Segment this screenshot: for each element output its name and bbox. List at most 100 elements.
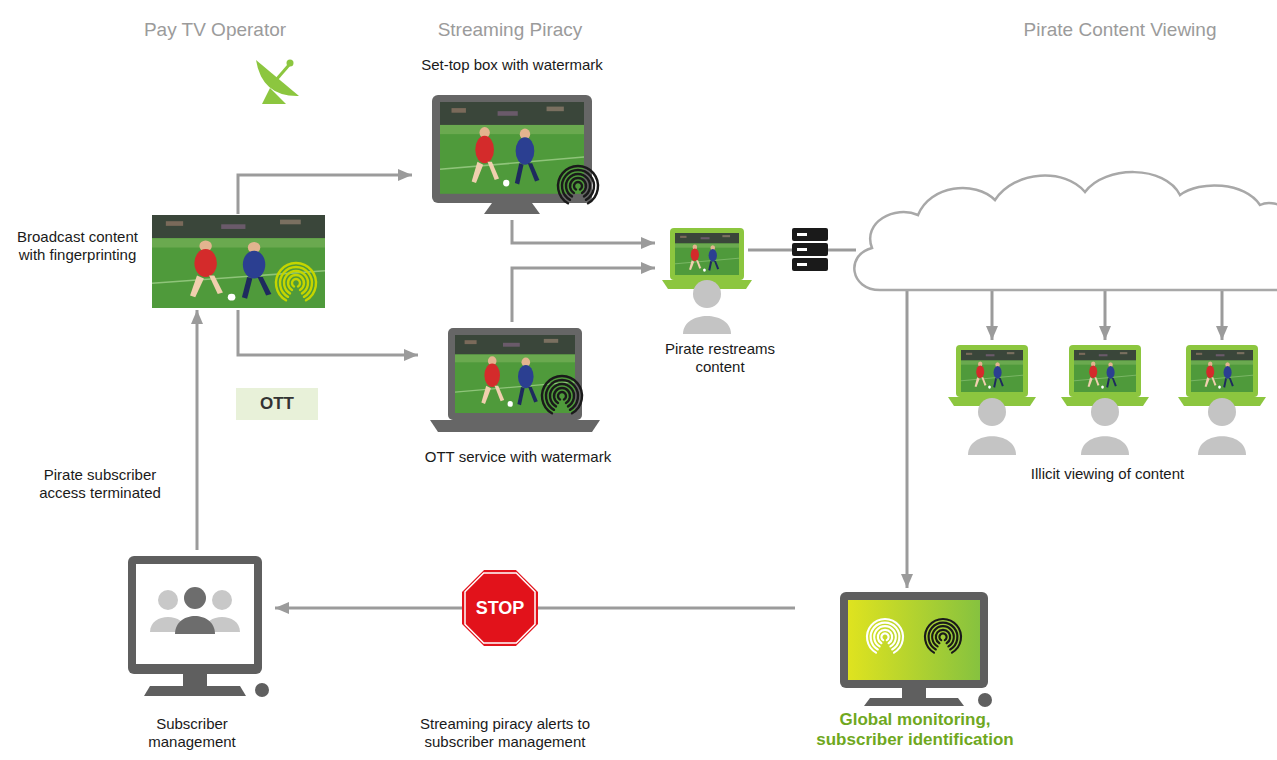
pirate-node: Pirate restreams content — [655, 222, 785, 378]
viewer-laptop — [1198, 436, 1246, 455]
caption-text: Set-top box with watermark — [412, 56, 612, 74]
server-icon — [797, 233, 807, 236]
tv-set — [484, 203, 540, 214]
satellite-dish — [256, 60, 299, 96]
caption-text: Broadcast content with fingerprinting — [15, 228, 140, 264]
subscriber-monitor — [183, 674, 207, 686]
viewer-laptop — [948, 345, 1036, 455]
subscriber-monitor — [128, 556, 262, 674]
caption-text: OTT service with watermark — [418, 448, 618, 466]
tag-text: OTT — [236, 388, 318, 420]
monitoring-monitor — [840, 592, 992, 707]
subscriber-monitor — [255, 683, 269, 697]
satellite-dish — [287, 60, 294, 67]
monitoring-monitor — [864, 698, 964, 706]
viewer-laptop — [961, 350, 1023, 392]
tv-set — [432, 95, 592, 203]
satellite-dish — [256, 60, 299, 105]
ott-laptop — [448, 328, 582, 420]
viewer-laptop — [1091, 398, 1119, 426]
monitoring-monitor — [848, 600, 980, 680]
connector-arrow — [196, 310, 199, 550]
internet-cloud — [854, 172, 1277, 290]
broadcast-picture — [152, 215, 325, 308]
stop-octagon — [462, 570, 538, 646]
server-icon — [792, 228, 828, 241]
server-icon — [797, 263, 807, 266]
viewer-laptop — [1069, 345, 1141, 397]
viewer-laptop — [956, 345, 1028, 397]
viewer-laptop — [1178, 345, 1266, 455]
monitoring-monitor — [902, 688, 926, 698]
viewer-laptop — [1186, 345, 1258, 397]
ott-tag: OTT — [236, 388, 318, 420]
subscriber-monitor — [158, 590, 178, 610]
column-heading: Streaming Piracy — [405, 18, 615, 42]
caption-text: Illicit viewing of content — [945, 465, 1270, 483]
viewer-laptop — [968, 436, 1016, 455]
server-icon — [797, 248, 807, 251]
monitoring-node: Global monitoring, subscriber identifica… — [795, 588, 1035, 756]
monitoring-monitor — [925, 619, 961, 653]
connector-arrow — [238, 175, 412, 214]
viewer-laptop — [1074, 350, 1136, 392]
subscriber-monitor — [184, 587, 206, 609]
ott-laptop — [542, 376, 582, 413]
ott-laptop — [430, 420, 600, 432]
broadcast-picture — [276, 263, 316, 300]
column-heading: Pirate Content Viewing — [980, 18, 1260, 42]
server-icon — [792, 243, 828, 256]
stream-line — [828, 249, 856, 252]
server-icon — [792, 258, 828, 271]
viewer-laptop — [1208, 398, 1236, 426]
tv-set — [432, 95, 598, 214]
satellite-dish — [276, 65, 289, 80]
tv-set — [558, 166, 598, 203]
satellite-dish — [262, 88, 286, 104]
server-icon — [792, 228, 828, 271]
broadcast-picture — [152, 215, 325, 308]
column-heading: Pay TV Operator — [110, 18, 320, 42]
distribution-arrows — [991, 285, 994, 340]
distribution-arrows — [907, 285, 1222, 588]
subscriber-node: Subscriber management — [110, 550, 275, 755]
distribution-arrows — [906, 285, 909, 588]
viewer-laptop — [1081, 436, 1129, 455]
set-top-box-node: Set-top box with watermark — [412, 56, 612, 220]
stop-sign: STOP — [462, 570, 538, 646]
monitoring-monitor — [867, 619, 903, 653]
pirate-laptop — [693, 280, 721, 308]
connector-arrow — [512, 220, 655, 243]
monitoring-monitor — [978, 693, 992, 707]
subscriber-monitor — [175, 616, 215, 634]
edge-label: Pirate subscriber access terminated — [35, 466, 165, 502]
subscriber-monitor — [136, 564, 254, 664]
subscriber-monitor — [128, 556, 269, 697]
pirate-laptop — [683, 316, 731, 334]
viewer-laptop — [1191, 350, 1253, 392]
caption-text: Pirate restreams content — [655, 340, 785, 376]
stop-text: STOP — [462, 570, 538, 646]
monitoring-monitor — [840, 592, 988, 688]
pirate-laptop — [670, 228, 744, 280]
ott-laptop — [430, 328, 600, 432]
caption-text: Subscriber management — [137, 715, 247, 751]
broadcast-node: Broadcast content with fingerprinting — [15, 214, 328, 310]
subscriber-monitor — [212, 590, 232, 610]
pirate-laptop — [662, 228, 752, 334]
subscriber-monitor — [144, 686, 246, 696]
distribution-arrows — [1221, 285, 1224, 340]
pirate-laptop — [675, 233, 739, 275]
viewer-laptop — [1061, 345, 1149, 455]
caption-text: Streaming piracy alerts to subscriber ma… — [405, 715, 605, 751]
ott-service-node: OTT service with watermark — [418, 322, 618, 472]
viewers-node: Illicit viewing of content — [945, 340, 1270, 490]
viewer-laptop — [978, 398, 1006, 426]
connector-arrow — [275, 607, 462, 610]
stream-line — [748, 249, 792, 252]
